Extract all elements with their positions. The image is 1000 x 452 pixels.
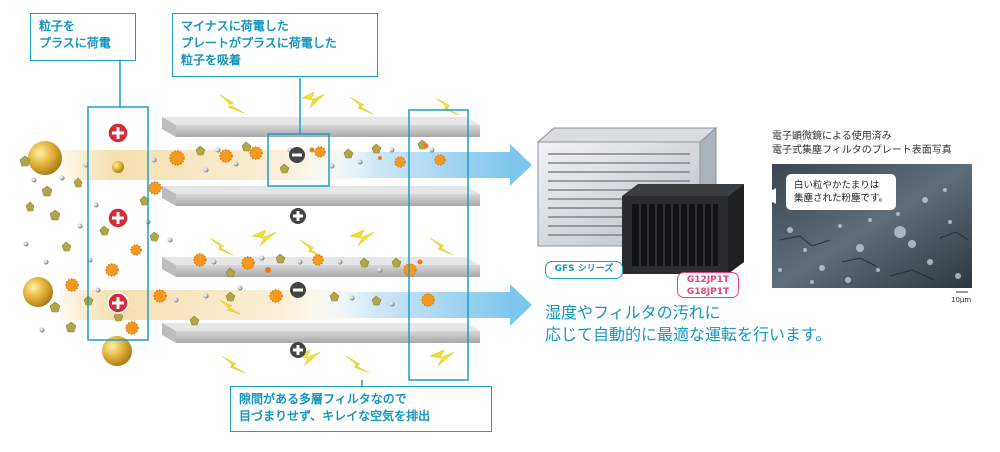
photo-caption: 電子顕微鏡による使用済み xyxy=(772,131,892,142)
photo-caption: 電子式集塵フィルタのプレート表面写真 xyxy=(772,145,952,156)
g12-filter-image xyxy=(622,184,744,274)
speech-bubble: 白い粒やかたまりは 集塵された粉塵です。 xyxy=(786,174,896,210)
callout-layer: 隙間がある多層フィルタなので 目づまりせず、キレイな空気を排出 xyxy=(230,386,492,432)
outlet-box xyxy=(408,109,469,381)
dust-particles xyxy=(19,139,428,333)
callout-layer-line: 隙間がある多層フィルタなので xyxy=(239,392,407,406)
ionizer-box xyxy=(87,106,149,341)
product-model: G18JP1T xyxy=(686,287,730,297)
callout-attract-line: 粒子を吸着 xyxy=(181,53,242,67)
airflow-beams xyxy=(60,144,532,326)
description-line: 湿度やフィルタの汚れに xyxy=(545,303,721,322)
large-dust-particles xyxy=(23,141,132,366)
callout-charge-line: プラスに荷電 xyxy=(39,36,111,50)
description-line: 応じて自動的に最適な運転を行います。 xyxy=(545,325,832,344)
scale-label: 10μm xyxy=(951,296,972,304)
charged-particles xyxy=(65,146,446,335)
collector-box xyxy=(267,133,330,187)
product-model: G12JP1T xyxy=(686,275,730,285)
small-particles xyxy=(23,147,435,333)
callout-charge-line: 粒子を xyxy=(39,19,76,33)
bubble-line: 白い粒やかたまりは xyxy=(794,180,880,191)
highlight-boxes xyxy=(87,61,469,386)
description-text: 湿度やフィルタの汚れに 応じて自動的に最適な運転を行います。 xyxy=(545,302,831,346)
product-tag-g12: G12JP1T G18JP1T xyxy=(677,272,739,298)
callout-charge: 粒子を プラスに荷電 xyxy=(30,13,136,61)
callout-attract-line: プレートがプラスに荷電した xyxy=(181,36,337,50)
bubble-line: 集塵された粉塵です。 xyxy=(794,193,889,204)
callout-attract: マイナスに荷電した プレートがプラスに荷電した 粒子を吸着 xyxy=(172,13,378,77)
plate-plus-icon xyxy=(290,208,306,358)
plus-icon xyxy=(107,122,129,314)
minus-icon xyxy=(289,147,306,298)
product-tag-gfs: GFS シリーズ xyxy=(545,261,623,279)
callout-layer-line: 目づまりせず、キレイな空気を排出 xyxy=(239,409,431,423)
callout-attract-line: マイナスに荷電した xyxy=(181,19,289,33)
tiny-charged-particles xyxy=(265,143,429,273)
lightning-icons xyxy=(209,91,460,374)
